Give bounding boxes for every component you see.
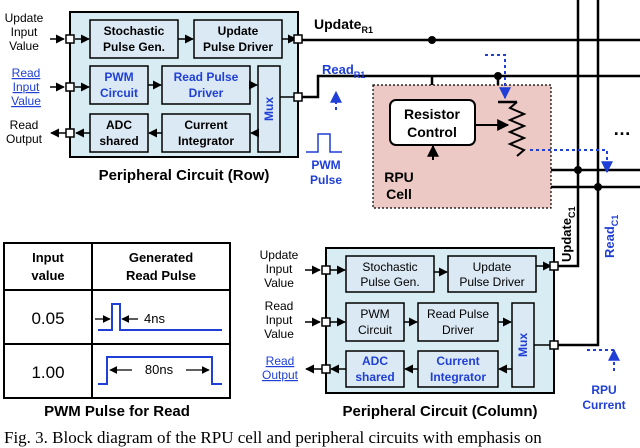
column-update-driver-label-1: Update (473, 260, 512, 274)
rpu-cell-label-2: Cell (386, 186, 412, 202)
column-internal-arrows (330, 261, 552, 374)
ellipsis-label: … (613, 119, 631, 139)
pulse-4ns-label: 4ns (144, 311, 165, 326)
pwm-pulse-label-1: PWM (311, 158, 340, 172)
update-c1-label: UpdateC1 (559, 206, 577, 262)
row-update-input-label-1: Update (5, 11, 44, 25)
column-pwm-label-2: Circuit (358, 323, 393, 337)
pulse-80ns-waveform (98, 356, 222, 385)
table-row1-value: 0.05 (31, 309, 64, 328)
table-header-input-2: value (31, 268, 64, 283)
column-read-input-label-2: Input (266, 313, 293, 327)
column-integrator-block (417, 350, 499, 388)
column-update-driver-block (447, 255, 537, 293)
row-read-input-label-3: Value (11, 94, 41, 108)
row-adc-label-1: ADC (106, 118, 132, 132)
row-stochastic-label-2: Pulse Gen. (103, 40, 165, 54)
figure-caption: Fig. 3. Block diagram of the RPU cell an… (4, 428, 542, 447)
rpu-current-label-2: Current (582, 398, 625, 412)
table-header-input-1: Input (32, 250, 64, 265)
column-integrator-label-2: Integrator (430, 370, 486, 384)
row-stochastic-label-1: Stochastic (104, 24, 165, 38)
pwm-table-caption: PWM Pulse for Read (44, 403, 190, 420)
row-update-driver-label-1: Update (218, 24, 259, 38)
column-adc-label-2: shared (355, 370, 394, 384)
pwm-pulse-label-2: Pulse (310, 173, 342, 187)
update-r1-label: UpdateR1 (314, 16, 373, 35)
pwm-pulse-waveform (306, 133, 342, 153)
resistor-symbol (507, 101, 527, 157)
column-stochastic-label-1: Stochastic (362, 260, 417, 274)
column-adc-label-1: ADC (362, 354, 388, 368)
pulse-80ns-label: 80ns (145, 362, 174, 377)
resistor-control-label-2: Control (407, 124, 457, 140)
rpu-dashed-arrows (485, 54, 620, 374)
pulse-4ns-waveform (98, 303, 222, 331)
table-row2-value: 1.00 (31, 363, 64, 382)
row-panel-caption: Peripheral Circuit (Row) (99, 167, 270, 184)
column-read-input-label-1: Read (265, 299, 294, 313)
column-update-input-label-1: Update (260, 248, 299, 262)
resistor-control-label-1: Resistor (404, 106, 461, 122)
column-read-driver-block (417, 302, 499, 342)
row-pwm-label-2: Circuit (100, 86, 138, 100)
column-update-driver-label-2: Pulse Driver (459, 275, 524, 289)
row-read-output-label-1: Read (10, 118, 39, 132)
junction-dots (428, 36, 602, 191)
column-read-input-label-3: Value (264, 327, 294, 341)
row-read-driver-label-1: Read Pulse (174, 70, 239, 84)
column-wires (556, 255, 600, 347)
row-internal-arrows (75, 34, 297, 138)
row-read-output-label-2: Output (6, 132, 43, 146)
row-read-input-label-2: Input (13, 80, 40, 94)
column-outer-arrows (305, 265, 322, 374)
column-pwm-label-1: PWM (360, 307, 389, 321)
column-read-output-label-2: Output (262, 368, 299, 382)
row-outer-arrows (50, 34, 66, 138)
column-read-driver-label-1: Read Pulse (427, 307, 489, 321)
table-header-pulse-2: Read Pulse (126, 268, 196, 283)
row-update-input-label-3: Value (9, 39, 39, 53)
read-c1-label: ReadC1 (602, 215, 620, 258)
table-header-pulse-1: Generated (129, 250, 193, 265)
column-adc-block (345, 350, 405, 388)
row-mux-label: Mux (262, 97, 276, 121)
row-integrator-label-1: Current (184, 118, 227, 132)
column-mux-label: Mux (516, 333, 530, 357)
row-integrator-block (161, 113, 251, 153)
row-pwm-label-1: PWM (104, 70, 133, 84)
row-update-driver-label-2: Pulse Driver (203, 40, 273, 54)
row-read-driver-label-2: Driver (189, 86, 224, 100)
column-integrator-label-1: Current (436, 354, 479, 368)
row-mux-block (257, 65, 281, 153)
row-adc-block (89, 113, 149, 153)
column-read-output-label-1: Read (266, 354, 295, 368)
column-read-driver-label-2: Driver (442, 323, 474, 337)
row-adc-label-2: shared (99, 134, 138, 148)
column-stochastic-block (345, 255, 435, 293)
row-read-input-label-1: Read (12, 66, 41, 80)
rpu-current-label-1: RPU (591, 383, 616, 397)
column-update-input-label-3: Value (264, 276, 294, 290)
read-r1-label: ReadR1 (322, 62, 365, 80)
column-panel-caption: Peripheral Circuit (Column) (342, 403, 537, 420)
column-update-input-label-2: Input (266, 262, 293, 276)
column-stochastic-label-2: Pulse Gen. (360, 275, 419, 289)
column-pwm-block (345, 302, 405, 342)
row-update-input-label-2: Input (11, 25, 38, 39)
row-ports (65, 34, 303, 138)
row-integrator-label-2: Integrator (178, 134, 234, 148)
row-stochastic-block (89, 19, 179, 59)
rpu-cell-label-1: RPU (384, 169, 414, 185)
column-ports (321, 261, 559, 374)
